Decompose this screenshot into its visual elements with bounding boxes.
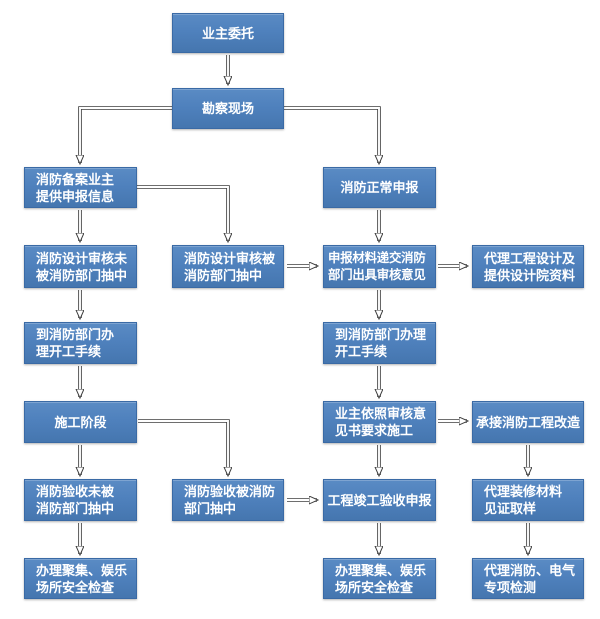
- node-label: 施工阶段: [54, 414, 107, 430]
- node-assembly-safety-check-left: 办理聚集、娱乐 场所安全检查: [24, 558, 137, 599]
- node-start-work-formalities-right: 到消防部门办理 开工手续: [323, 322, 436, 364]
- node-label: 消防正常申报: [340, 180, 419, 195]
- node-construct-per-opinion: 业主依照审核意 见书要求施工: [323, 401, 436, 443]
- node-owner-entrust: 业主委托: [172, 13, 284, 53]
- node-label: 到消防部门办理 开工手续: [335, 327, 427, 359]
- node-label: 承接消防工程改造: [475, 414, 580, 430]
- node-design-review-not-selected: 消防设计审核未 被消防部门抽中: [24, 245, 137, 288]
- node-design-review-selected: 消防设计审核被 消防部门抽中: [172, 245, 284, 288]
- node-site-survey: 勘察现场: [172, 88, 284, 129]
- node-filing-owner-info: 消防备案业主 提供申报信息: [24, 167, 137, 208]
- node-acceptance-selected: 消防验收被消防 部门抽中: [172, 479, 284, 521]
- node-normal-application: 消防正常申报: [323, 167, 436, 208]
- elbow-construction-to-acceptance-selected: [138, 419, 228, 475]
- node-agent-engineering-design: 代理工程设计及 提供设计院资料: [472, 245, 584, 288]
- node-label: 消防设计审核未 被消防部门抽中: [36, 250, 128, 283]
- node-label: 到消防部门办 理开工手续: [36, 327, 115, 359]
- node-label: 办理聚集、娱乐 场所安全检查: [335, 562, 427, 595]
- node-label: 工程竣工验收申报: [327, 492, 432, 508]
- node-label: 消防验收被消防 部门抽中: [184, 484, 276, 516]
- node-start-work-formalities-left: 到消防部门办 理开工手续: [24, 322, 137, 364]
- elbow-survey-to-filing: [80, 106, 172, 163]
- node-agent-special-testing: 代理消防、电气 专项检测: [472, 558, 584, 599]
- node-label: 代理消防、电气 专项检测: [484, 562, 576, 595]
- node-label: 消防设计审核被 消防部门抽中: [184, 250, 276, 283]
- elbow-survey-to-normal: [284, 106, 379, 163]
- node-label: 代理工程设计及 提供设计院资料: [484, 250, 576, 283]
- elbow-filing-to-design-selected: [137, 185, 228, 241]
- node-label: 消防备案业主 提供申报信息: [36, 171, 115, 204]
- node-label: 申报材料递交消防 部门出具审核意见: [328, 250, 426, 282]
- node-agent-material-sampling: 代理装修材料 见证取样: [472, 479, 584, 521]
- node-label: 消防验收未被 消防部门抽中: [36, 484, 115, 516]
- node-assembly-safety-check-right: 办理聚集、娱乐 场所安全检查: [323, 558, 436, 599]
- node-label: 办理聚集、娱乐 场所安全检查: [36, 562, 128, 595]
- node-acceptance-not-selected: 消防验收未被 消防部门抽中: [24, 479, 137, 521]
- node-undertake-fire-renovation: 承接消防工程改造: [472, 401, 584, 443]
- node-label: 代理装修材料 见证取样: [484, 484, 563, 516]
- node-submit-materials-opinion: 申报材料递交消防 部门出具审核意见: [323, 245, 436, 288]
- node-label: 业主委托: [201, 25, 254, 41]
- node-label: 勘察现场: [201, 101, 254, 116]
- node-completion-acceptance-apply: 工程竣工验收申报: [323, 479, 436, 521]
- node-construction-stage: 施工阶段: [24, 401, 137, 443]
- node-label: 业主依照审核意 见书要求施工: [335, 406, 427, 438]
